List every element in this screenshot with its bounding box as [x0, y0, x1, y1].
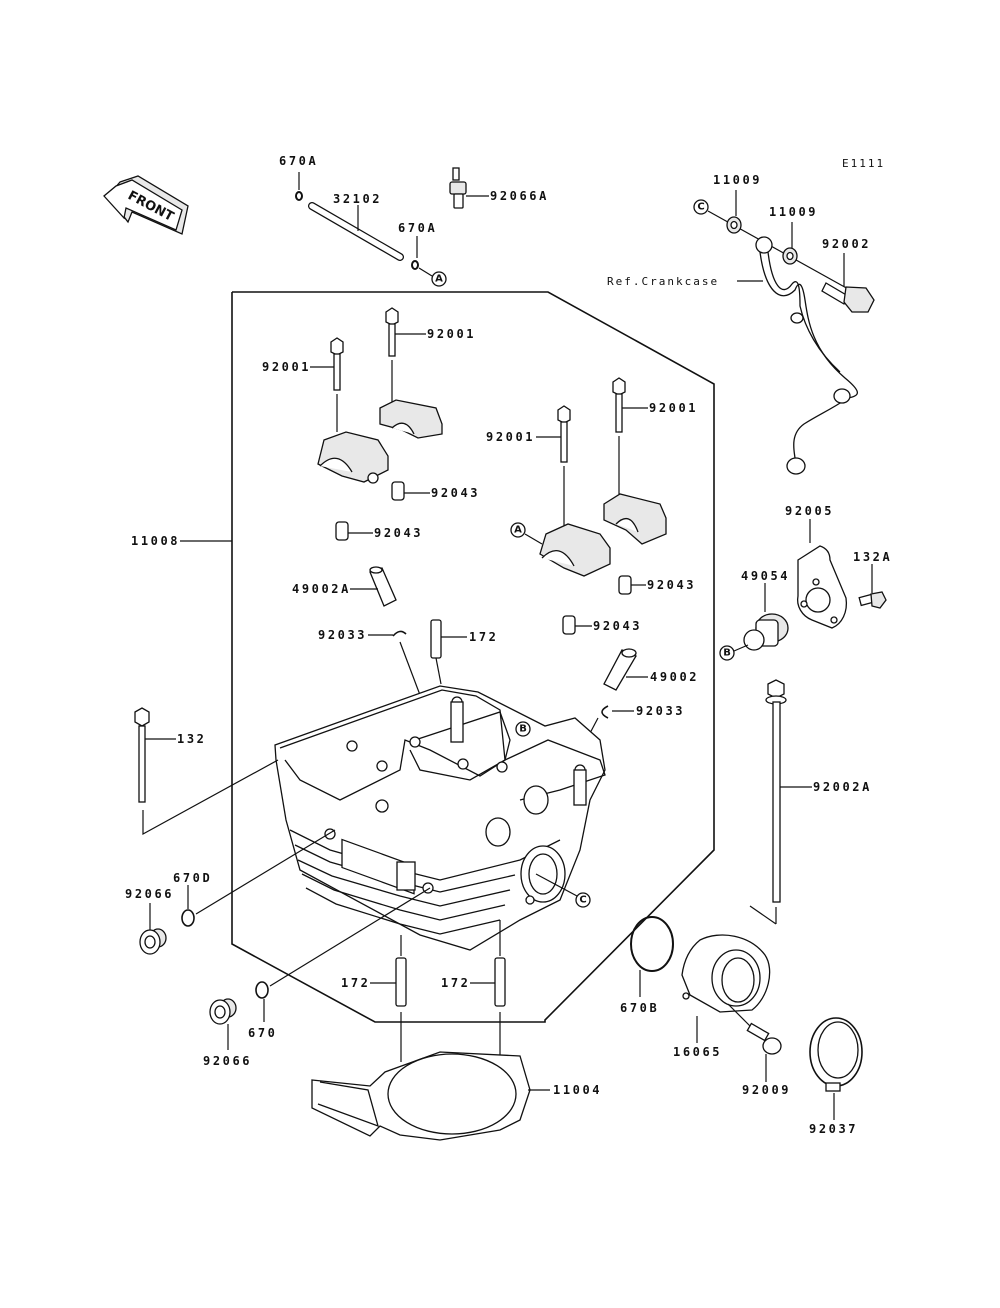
gasket-11004 [311, 1051, 550, 1141]
label-172-left: 172 [341, 976, 370, 990]
o-ring-670D [181, 829, 336, 927]
label-16065: 16065 [673, 1045, 722, 1059]
dowel-92043-d [562, 615, 592, 635]
o-ring-670B [630, 916, 674, 997]
svg-text:A: A [435, 274, 443, 285]
washer-11009-b [782, 222, 798, 265]
label-32102: 32102 [333, 192, 382, 206]
screw-92009 [727, 1003, 782, 1082]
label-670A-right: 670A [398, 221, 437, 235]
ref-circle-B-head: B [515, 721, 531, 737]
svg-text:B: B [723, 648, 731, 659]
label-92066-upper: 92066 [125, 887, 174, 901]
label-172-top: 172 [469, 630, 498, 644]
stud-172-left [370, 935, 407, 1062]
cam-cap-right-rear [603, 493, 667, 545]
ref-circle-C-head: C [535, 873, 591, 908]
ref-circle-A-top: A [431, 271, 447, 287]
o-ring-670A-right [411, 236, 433, 277]
label-92001-c: 92001 [486, 430, 535, 444]
cam-cap-left-rear [379, 399, 443, 439]
label-92066A: 92066A [490, 189, 549, 203]
bolt-92002A [749, 679, 812, 925]
pin-49002A [350, 566, 397, 607]
oil-pipe [755, 236, 858, 475]
svg-text:C: C [697, 202, 704, 213]
ref-crankcase-note: Ref.Crankcase [607, 275, 719, 288]
ref-circle-C-top: C [693, 199, 709, 215]
front-arrow-icon: FRONT [103, 175, 189, 235]
label-132: 132 [177, 732, 206, 746]
label-92005: 92005 [785, 504, 834, 518]
washer-11009-a [726, 190, 742, 234]
cam-cap-right-front [539, 523, 611, 577]
housing-92005 [796, 519, 848, 629]
o-ring-670A-top [295, 172, 303, 201]
ref-circle-A-cap: A [510, 522, 543, 545]
bolt-132A [858, 564, 887, 609]
bolt-132 [134, 707, 279, 836]
cylinder-head [274, 685, 606, 951]
label-49054: 49054 [741, 569, 790, 583]
label-92043-a: 92043 [431, 486, 480, 500]
label-92001-a: 92001 [427, 327, 476, 341]
bolt-92001-b [310, 337, 344, 432]
label-92043-c: 92043 [647, 578, 696, 592]
svg-text:B: B [519, 724, 527, 735]
holder-16065 [681, 934, 771, 1043]
label-92001-b: 92001 [262, 360, 311, 374]
bolt-92001-c [536, 405, 571, 530]
head-group-frame [231, 291, 715, 1023]
bolt-92001-a [385, 307, 426, 402]
label-49002A: 49002A [292, 582, 351, 596]
label-11009-b: 11009 [769, 205, 818, 219]
label-172-right: 172 [441, 976, 470, 990]
svg-text:A: A [514, 525, 522, 536]
label-11009-a: 11009 [713, 173, 762, 187]
cap-49054 [743, 583, 789, 651]
label-670D: 670D [173, 871, 212, 885]
label-11004: 11004 [553, 1083, 602, 1097]
label-670A-top: 670A [279, 154, 318, 168]
label-92033-right: 92033 [636, 704, 685, 718]
dowel-92043-a [391, 481, 430, 501]
stud-172-top [430, 619, 467, 685]
plug-92066-upper [139, 903, 167, 955]
label-92001-d: 92001 [649, 401, 698, 415]
label-49002: 49002 [650, 670, 699, 684]
dowel-92043-b [335, 521, 373, 541]
label-92002A: 92002A [813, 780, 872, 794]
label-92009: 92009 [742, 1083, 791, 1097]
label-92043-b: 92043 [374, 526, 423, 540]
plug-92066-lower [209, 998, 237, 1050]
bolt-92001-d [612, 377, 648, 494]
label-92033-left: 92033 [318, 628, 367, 642]
sensor-92066A [449, 167, 489, 209]
label-670B: 670B [620, 1001, 659, 1015]
label-11008: 11008 [131, 534, 180, 548]
o-ring-670-lower [255, 887, 431, 1022]
label-92037: 92037 [809, 1122, 858, 1136]
pin-49002 [603, 648, 648, 691]
dowel-92043-c [618, 575, 646, 595]
clamp-92037 [809, 1017, 863, 1120]
diagram-code: E1111 [842, 157, 885, 170]
label-670-lower: 670 [248, 1026, 277, 1040]
label-92066-lower: 92066 [203, 1054, 252, 1068]
label-92002: 92002 [822, 237, 871, 251]
ref-circle-B-cap: B [719, 644, 749, 661]
cam-cap-left-front [317, 431, 389, 484]
pipe-32102 [308, 202, 404, 261]
label-132A: 132A [853, 550, 892, 564]
bolt-92002 [821, 253, 875, 313]
svg-text:C: C [579, 895, 586, 906]
label-92043-d: 92043 [593, 619, 642, 633]
